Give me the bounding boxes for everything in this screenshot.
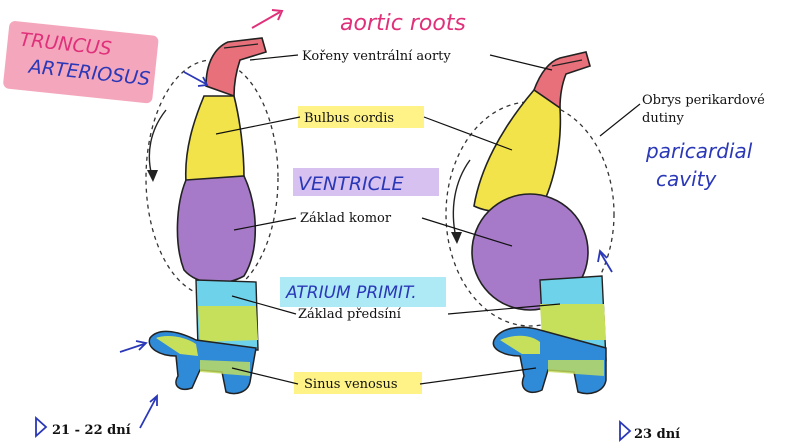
- left-ventricle: [177, 176, 255, 283]
- left-flow-arrow: [149, 110, 166, 176]
- left-bulbus-cordis: [186, 96, 244, 182]
- atrium-label: ATRIUM PRIMIT.: [285, 283, 417, 303]
- sinus-venosus-label: Sinus venosus: [304, 377, 398, 392]
- left-day-marker: [36, 418, 46, 436]
- right-day-marker: [620, 422, 630, 440]
- zaklad-komor-label: Základ komor: [300, 211, 392, 226]
- koreny-label: Kořeny ventrální aorty: [302, 49, 451, 64]
- obrys-label-line1: Obrys perikardové: [642, 93, 765, 108]
- zaklad-predsini-label: Základ předsíní: [298, 307, 402, 322]
- obrys-label-line2: dutiny: [642, 111, 684, 126]
- pink-arrow: [252, 10, 282, 28]
- ventricle-label: VENTRICLE: [298, 173, 403, 195]
- left-heart-tube: [146, 38, 278, 394]
- aortic-roots-label: aortic roots: [340, 11, 466, 36]
- bulbus-label: Bulbus cordis: [304, 111, 394, 126]
- right-heart-tube: [446, 52, 614, 394]
- pericardial-label-line1: paricardial: [645, 139, 753, 163]
- pericardial-label-line2: cavity: [656, 167, 717, 191]
- right-bulbus-cordis: [474, 90, 560, 213]
- day-right-label: 23 dní: [634, 427, 680, 442]
- day-left-label: 21 - 22 dní: [52, 423, 131, 438]
- right-flow-arrow: [453, 160, 470, 238]
